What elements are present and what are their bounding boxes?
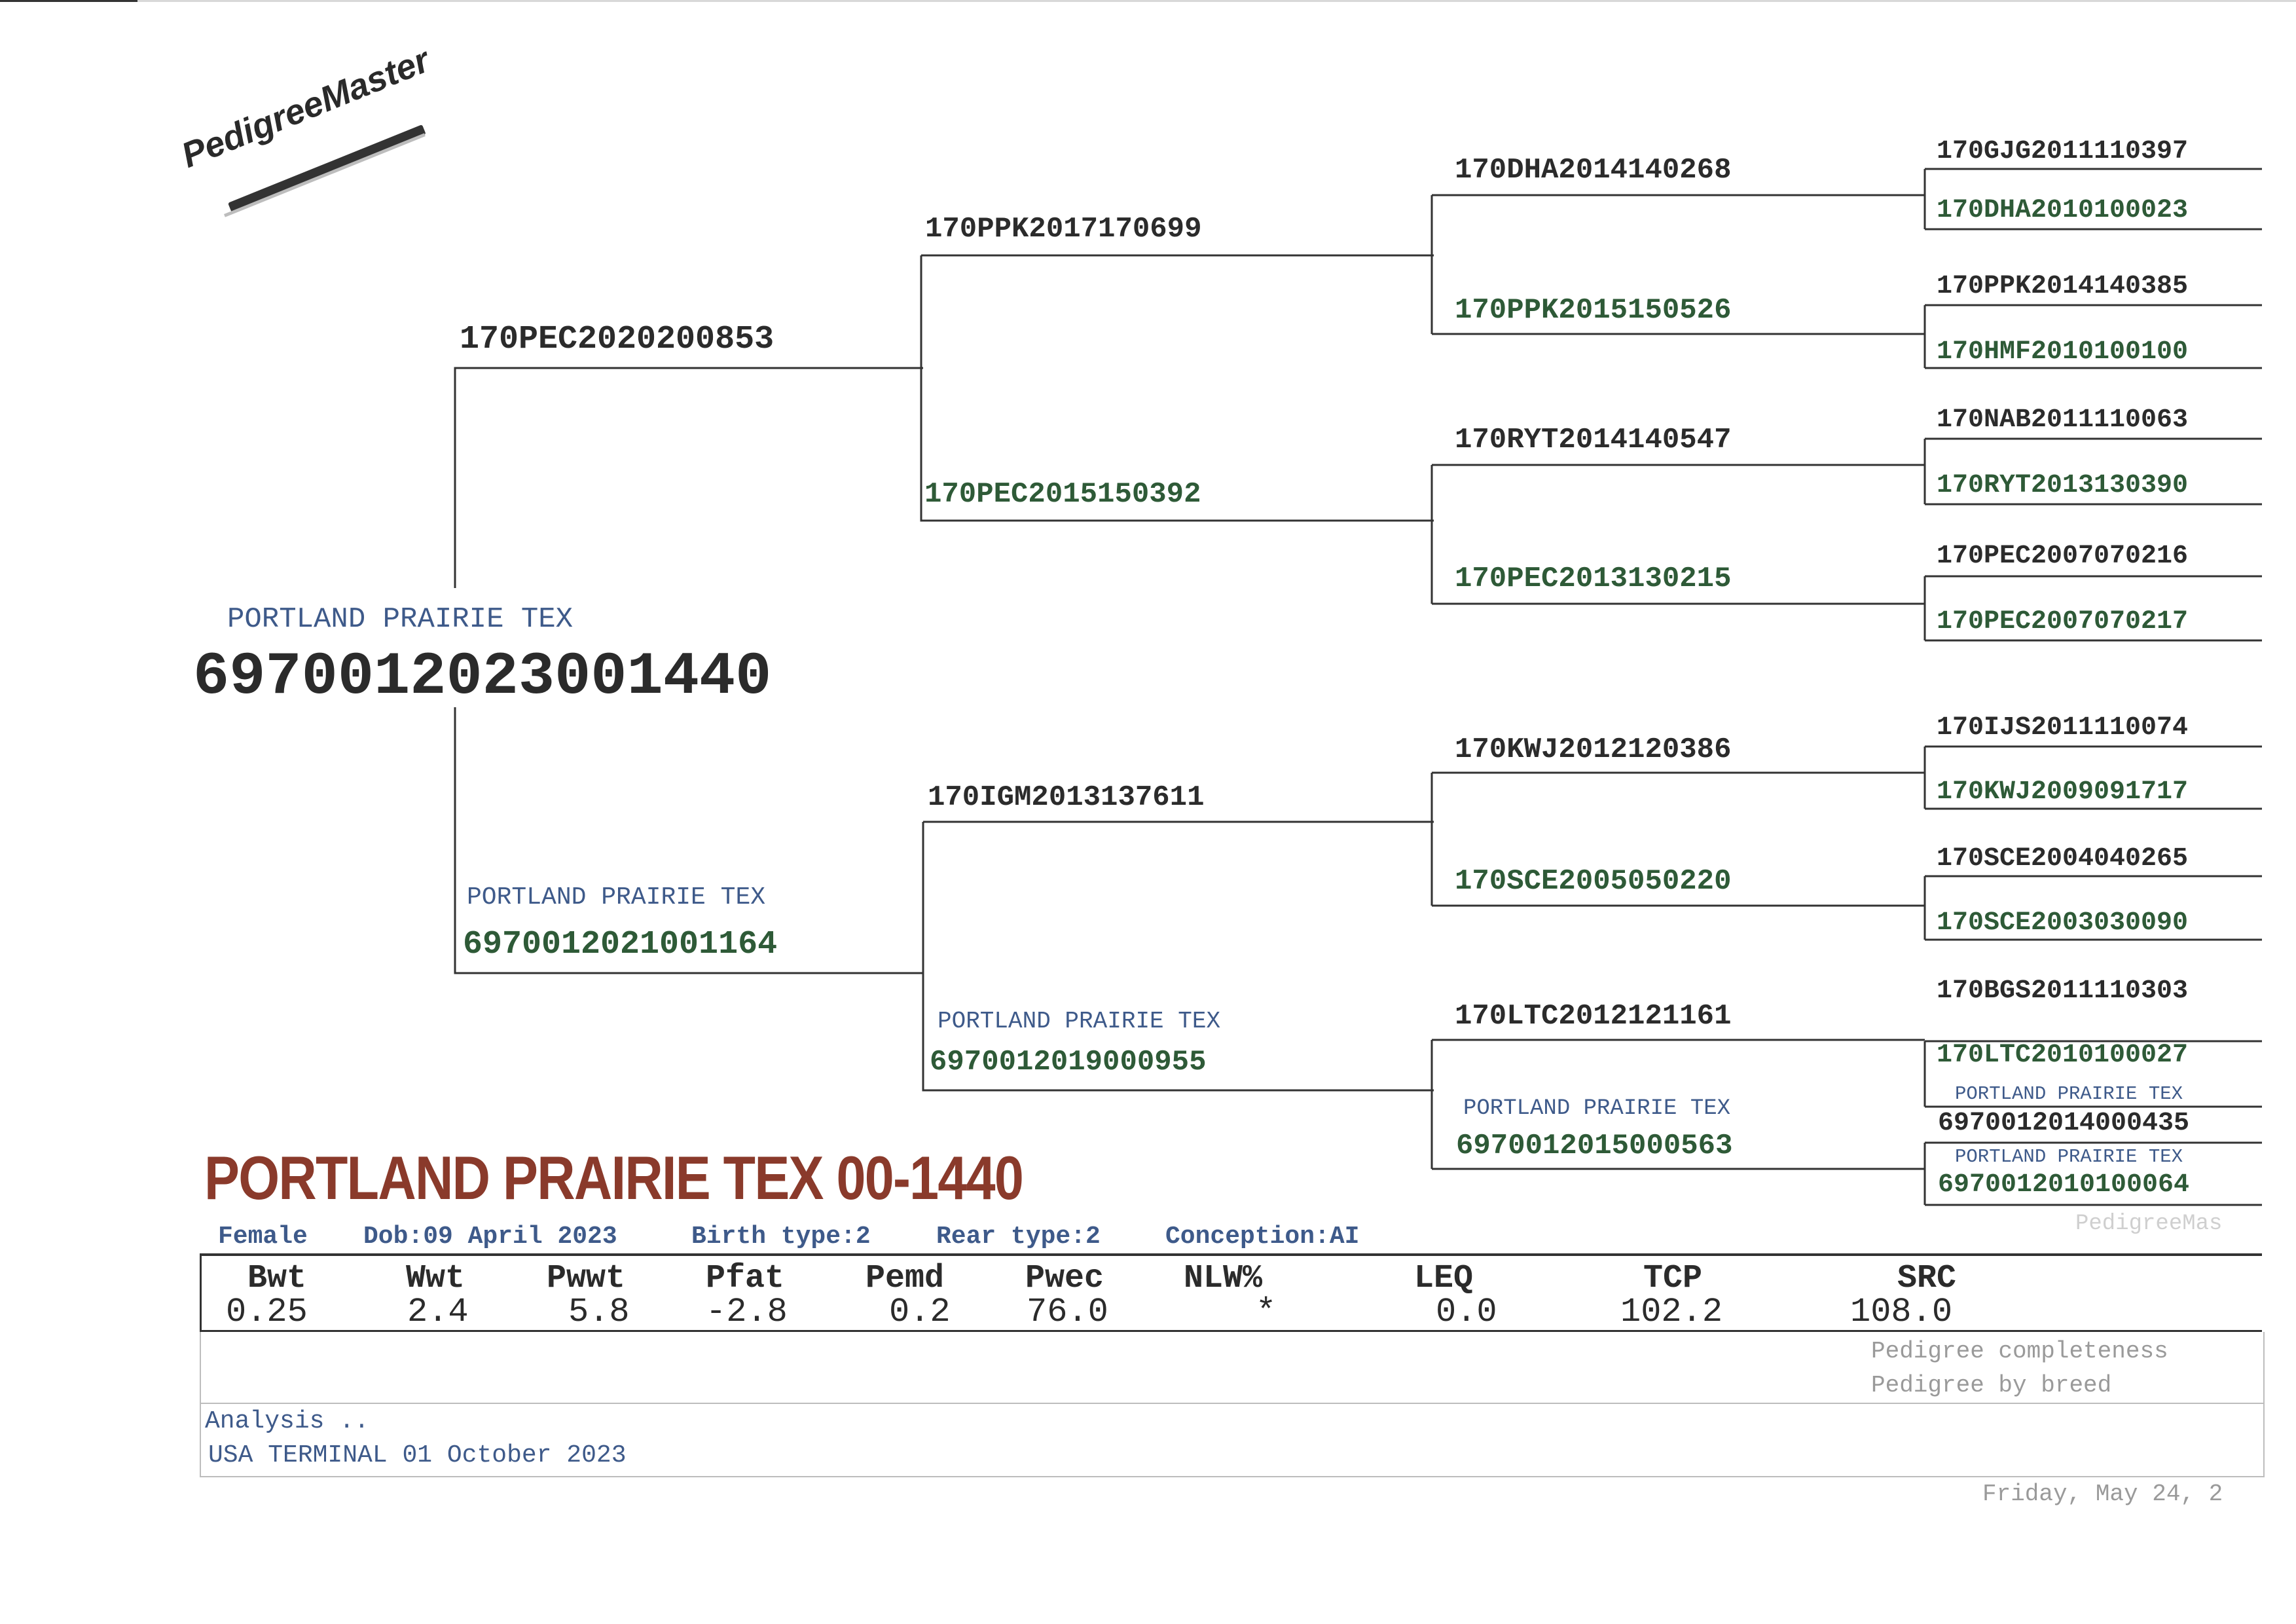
trait-header-wwt: Wwt — [406, 1260, 465, 1297]
gen4-s8-breeder: PORTLAND PRAIRIE TEX — [1955, 1083, 2183, 1105]
gen3-sds-id: 170RYT2014140547 — [1455, 424, 1732, 456]
trait-header-pfat: Pfat — [706, 1260, 785, 1297]
gen3-sss-id: 170DHA2014140268 — [1455, 154, 1732, 187]
gen4-bracket-6 — [1923, 875, 2262, 941]
traits-top-rule — [200, 1253, 2262, 1256]
gen4-s7-id: 170BGS2011110303 — [1937, 976, 2189, 1006]
trait-header-src: SRC — [1897, 1260, 1957, 1297]
sire-id: 170PEC2020200853 — [460, 321, 774, 358]
gen4-d6-id: 170SCE2003030090 — [1937, 908, 2189, 938]
gen1-bracket-sire — [454, 367, 923, 588]
animal-title: PORTLAND PRAIRIE TEX 00-1440 — [204, 1143, 1024, 1212]
gen3-sdd-id: 170PEC2013130215 — [1455, 563, 1732, 595]
gen3-bracket-3 — [1430, 771, 1925, 907]
info-sex: Female — [218, 1223, 308, 1251]
info-dob: Dob:09 April 2023 — [363, 1223, 617, 1251]
gen4-s2-id: 170PPK2014140385 — [1937, 272, 2189, 301]
trait-header-leq: LEQ — [1414, 1260, 1474, 1297]
gen1-bracket-dam — [454, 707, 923, 974]
trait-header-nlw: NLW% — [1184, 1260, 1263, 1297]
top-edge-mark — [0, 0, 137, 2]
trait-value-pemd: 0.2 — [889, 1293, 951, 1331]
dam-dam-breeder: PORTLAND PRAIRIE TEX — [938, 1008, 1221, 1035]
pedigree-completeness-label: Pedigree completeness — [1871, 1338, 2168, 1365]
dam-sire-id: 170IGM2013137611 — [928, 781, 1205, 814]
trait-header-pwwt: Pwwt — [547, 1260, 626, 1297]
gen4-s3-id: 170NAB2011110063 — [1937, 405, 2189, 435]
analysis-divider — [200, 1403, 2263, 1404]
sire-dam-id: 170PEC2015150392 — [924, 478, 1201, 511]
trait-header-pemd: Pemd — [866, 1260, 945, 1297]
trait-header-tcp: TCP — [1643, 1260, 1703, 1297]
dam-breeder: PORTLAND PRAIRIE TEX — [467, 883, 766, 912]
analysis-label: Analysis .. — [205, 1407, 369, 1435]
info-conception: Conception:AI — [1165, 1223, 1360, 1251]
gen4-bracket-2 — [1923, 304, 2262, 369]
pedigree-by-breed-label: Pedigree by breed — [1871, 1372, 2112, 1399]
gen3-dds-id: 170LTC2012121161 — [1455, 1000, 1732, 1033]
gen4-bracket-5 — [1923, 745, 2262, 810]
gen4-bracket-3 — [1923, 437, 2262, 506]
analysis-box — [200, 1332, 2265, 1477]
subject-breeder: PORTLAND PRAIRIE TEX — [227, 603, 574, 636]
top-edge-line — [0, 0, 2296, 2]
gen4-d5-id: 170KWJ2009091717 — [1937, 777, 2189, 807]
gen4-bracket-4 — [1923, 575, 2262, 642]
trait-header-pwec: Pwec — [1025, 1260, 1104, 1297]
trait-value-leq: 0.0 — [1436, 1293, 1497, 1331]
gen4-s6-id: 170SCE2004040265 — [1937, 844, 2189, 874]
gen4-s4-id: 170PEC2007070216 — [1937, 542, 2189, 571]
gen3-dsd-id: 170SCE2005050220 — [1455, 865, 1732, 898]
trait-value-pwwt: 5.8 — [568, 1293, 630, 1331]
gen4-s8-id: 6970012014000435 — [1938, 1109, 2190, 1138]
gen3-dss-id: 170KWJ2012120386 — [1455, 733, 1732, 766]
sire-sire-id: 170PPK2017170699 — [925, 213, 1202, 246]
gen4-d1-id: 170DHA2010100023 — [1937, 196, 2189, 225]
watermark-text: PedigreeMas — [2075, 1211, 2223, 1236]
footer-date: Friday, May 24, 2 — [1982, 1481, 2223, 1507]
traits-bottom-rule — [200, 1330, 2262, 1332]
info-birth-type: Birth type:2 — [691, 1223, 871, 1251]
dam-dam-id: 6970012019000955 — [930, 1046, 1207, 1079]
trait-value-src: 108.0 — [1850, 1293, 1953, 1331]
gen4-d7-id: 170LTC2010100027 — [1937, 1041, 2189, 1070]
info-rear-type: Rear type:2 — [936, 1223, 1101, 1251]
traits-left-rule — [200, 1253, 202, 1332]
subject-id: 6970012023001440 — [193, 642, 772, 711]
gen3-bracket-1 — [1430, 194, 1925, 335]
gen4-bracket-8 — [1923, 1141, 2262, 1206]
gen3-bracket-2 — [1430, 464, 1925, 605]
gen4-d8-id: 6970012010100064 — [1938, 1170, 2190, 1200]
trait-header-bwt: Bwt — [247, 1260, 307, 1297]
trait-value-nlw: * — [1256, 1293, 1277, 1331]
gen2-bracket-bottom — [922, 821, 1434, 1092]
trait-value-pfat: -2.8 — [706, 1293, 788, 1331]
gen3-ddd-breeder: PORTLAND PRAIRIE TEX — [1463, 1096, 1731, 1121]
gen4-bracket-1 — [1923, 168, 2262, 231]
gen4-s1-id: 170GJG2011110397 — [1937, 137, 2189, 166]
dam-id: 6970012021001164 — [463, 926, 778, 963]
trait-value-wwt: 2.4 — [407, 1293, 469, 1331]
gen4-s5-id: 170IJS2011110074 — [1937, 713, 2189, 743]
gen4-d4-id: 170PEC2007070217 — [1937, 607, 2189, 637]
gen4-d8-breeder: PORTLAND PRAIRIE TEX — [1955, 1146, 2183, 1168]
trait-value-bwt: 0.25 — [226, 1293, 308, 1331]
gen4-d3-id: 170RYT2013130390 — [1937, 471, 2189, 500]
gen3-ssd-id: 170PPK2015150526 — [1455, 294, 1732, 327]
trait-value-pwec: 76.0 — [1027, 1293, 1108, 1331]
trait-value-tcp: 102.2 — [1620, 1293, 1723, 1331]
gen2-bracket-top — [920, 254, 1434, 522]
analysis-value: USA TERMINAL 01 October 2023 — [208, 1441, 627, 1469]
gen4-bracket-7 — [1923, 1040, 2262, 1108]
gen3-ddd-id: 6970012015000563 — [1456, 1130, 1733, 1162]
gen3-bracket-4 — [1430, 1039, 1925, 1170]
gen4-d2-id: 170HMF2010100100 — [1937, 337, 2189, 367]
